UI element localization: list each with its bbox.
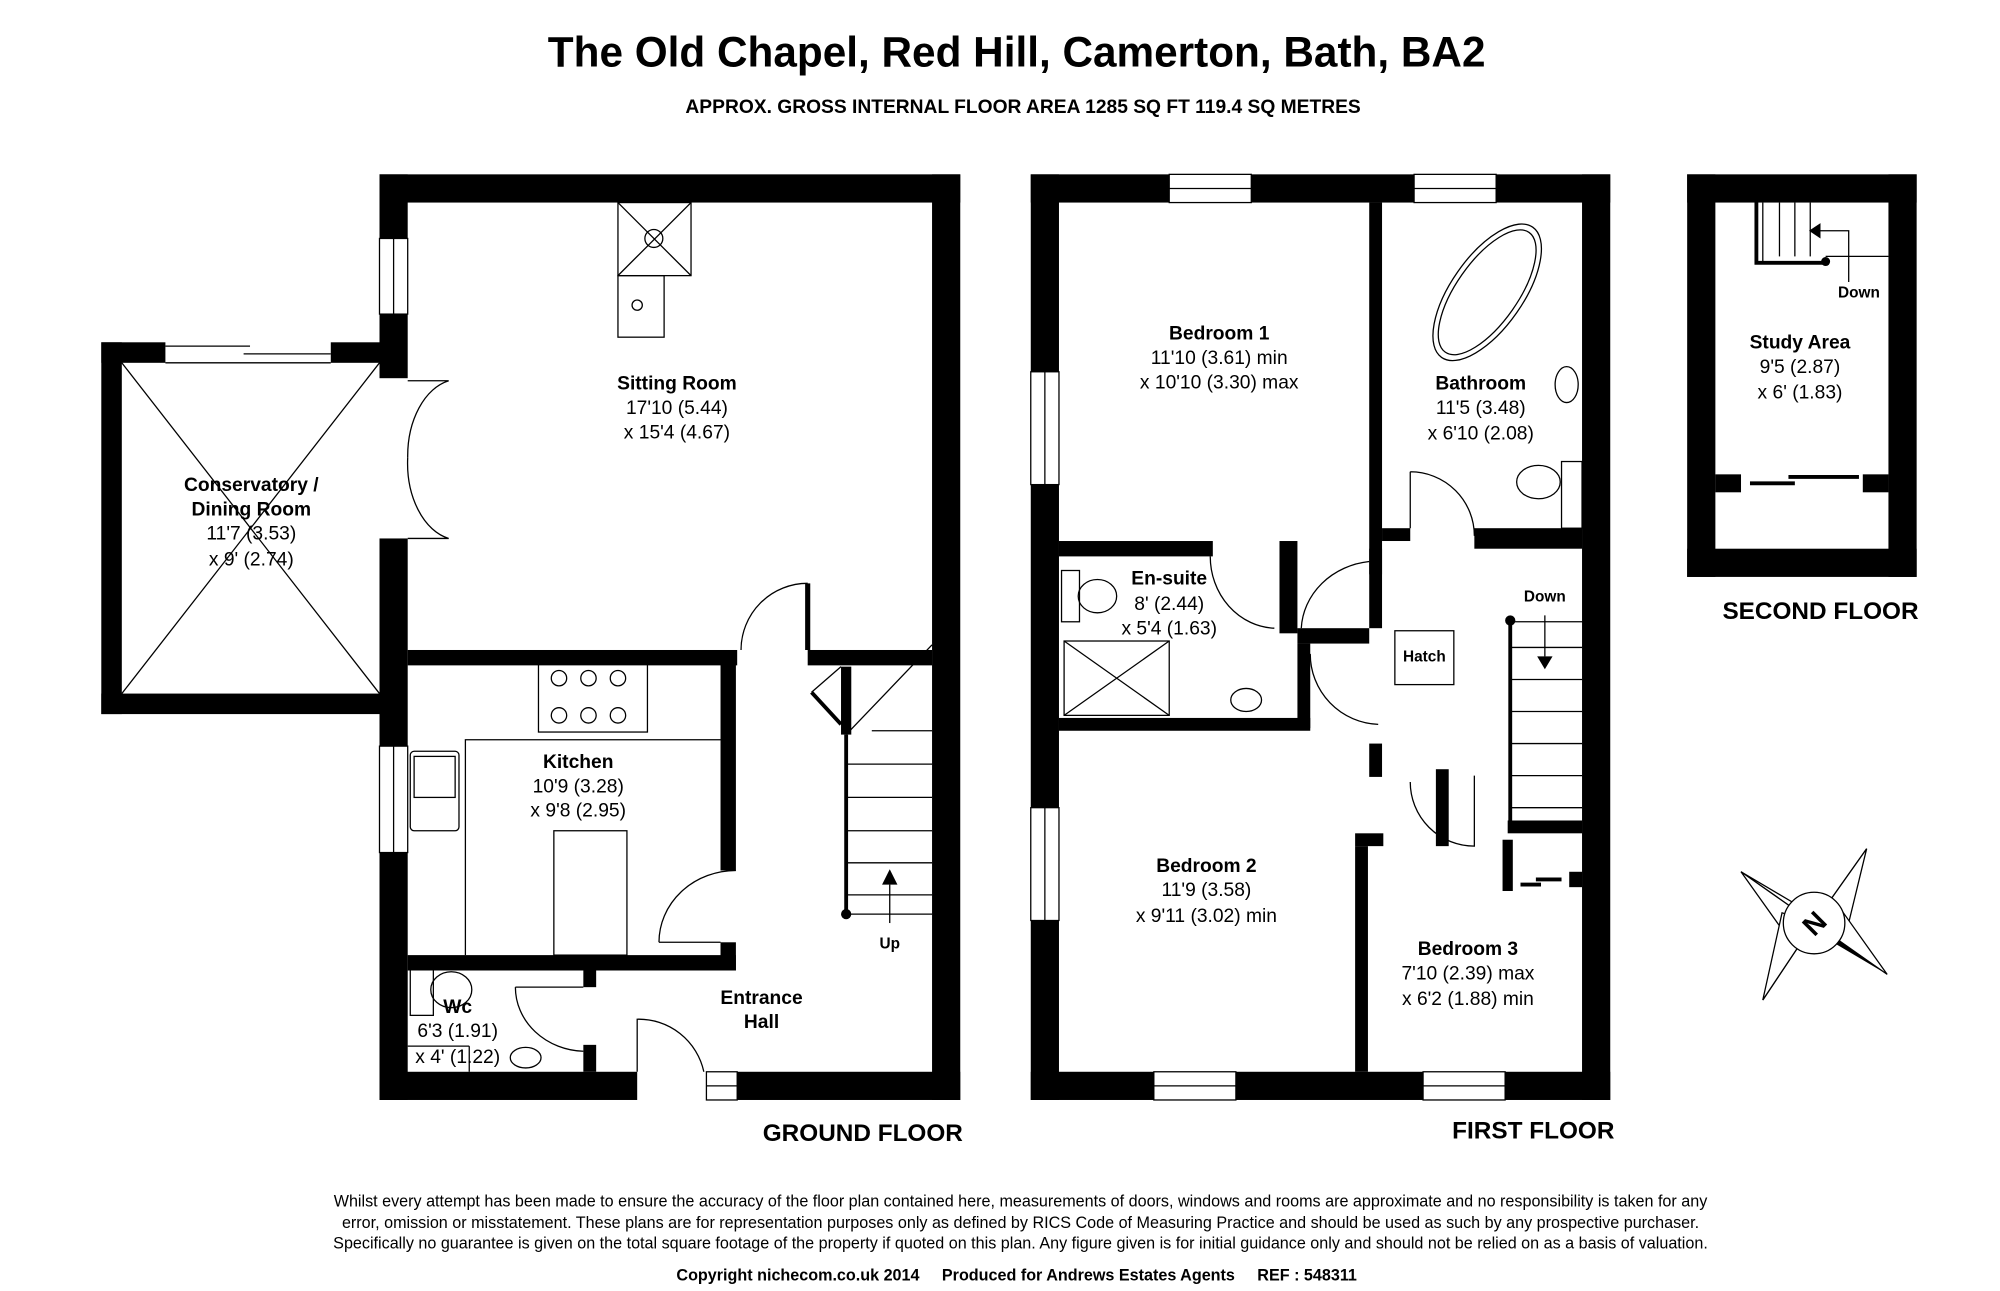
ground-floor-plan: Up — [101, 174, 961, 1101]
study-dim2: x 6' (1.83) — [1758, 383, 1843, 404]
kitchen-dim1: 10'9 (3.28) — [533, 776, 624, 797]
study-name: Study Area — [1750, 333, 1851, 354]
stairs-down-label: Down — [1524, 588, 1566, 605]
second-floor-label: SECOND FLOOR — [1722, 598, 1919, 625]
conservatory-dim1: 11'7 (3.53) — [206, 524, 296, 545]
down-arrow-icon — [1808, 223, 1821, 239]
loft-hatch — [1394, 630, 1455, 686]
disclaimer-line-3: Specifically no guarantee is given on th… — [333, 1235, 1708, 1253]
disclaimer-line-1: Whilst every attempt has been made to en… — [334, 1192, 1709, 1210]
ground-floor-label: GROUND FLOOR — [763, 1120, 964, 1147]
bedroom2-dim1: 11'9 (3.58) — [1161, 880, 1251, 901]
bathroom-dim2: x 6'10 (2.08) — [1428, 424, 1534, 445]
bedroom1-name: Bedroom 1 — [1169, 324, 1270, 345]
plan-title: The Old Chapel, Red Hill, Camerton, Bath… — [548, 29, 1486, 76]
bedroom2-name: Bedroom 2 — [1156, 856, 1256, 877]
kitchen-dim2: x 9'8 (2.95) — [530, 801, 626, 822]
second-floor-plan: Down — [1687, 174, 1917, 577]
bedroom1-dim2: x 10'10 (3.30) max — [1140, 372, 1299, 393]
wc-name: Wc — [443, 997, 472, 1018]
bedroom3-name: Bedroom 3 — [1418, 939, 1518, 960]
floor-area: APPROX. GROSS INTERNAL FLOOR AREA 1285 S… — [685, 97, 1360, 118]
study-dim1: 9'5 (2.87) — [1760, 357, 1841, 378]
ensuite-name: En-suite — [1131, 569, 1207, 590]
wc-dim1: 6'3 (1.91) — [417, 1021, 498, 1042]
hall-name: Entrance — [720, 988, 803, 1009]
ensuite-dim1: 8' (2.44) — [1134, 594, 1204, 615]
disclaimer-line-2: error, omission or misstatement. These p… — [342, 1214, 1699, 1232]
bedroom3-dim2: x 6'2 (1.88) min — [1402, 989, 1534, 1010]
up-arrow-icon — [882, 869, 898, 885]
down-arrow-icon — [1537, 656, 1553, 670]
compass-icon: N — [1740, 848, 1888, 1001]
stairs-up-label: Up — [879, 936, 900, 953]
conservatory-name-2: Dining Room — [192, 499, 312, 520]
bedroom2-dim2: x 9'11 (3.02) min — [1136, 906, 1277, 927]
first-floor-plan: Hatch Down — [1030, 173, 1611, 1101]
bathroom-dim1: 11'5 (3.48) — [1436, 398, 1526, 419]
hall-name-2: Hall — [744, 1012, 779, 1033]
hatch-label: Hatch — [1403, 649, 1446, 666]
sitting-room-dim2: x 15'4 (4.67) — [624, 422, 730, 443]
second-stairs-down-label: Down — [1838, 284, 1880, 301]
wc-dim2: x 4' (1.22) — [415, 1047, 500, 1068]
conservatory-name: Conservatory / — [184, 475, 319, 496]
bedroom3-dim1: 7'10 (2.39) max — [1401, 963, 1534, 984]
ensuite-dim2: x 5'4 (1.63) — [1121, 619, 1217, 640]
bedroom1-dim1: 11'10 (3.61) min — [1151, 348, 1288, 369]
kitchen-name: Kitchen — [543, 752, 613, 773]
bathroom-name: Bathroom — [1435, 374, 1526, 395]
sitting-room-name: Sitting Room — [617, 374, 737, 395]
conservatory-dim2: x 9' (2.74) — [209, 549, 294, 570]
sitting-room-dim1: 17'10 (5.44) — [626, 398, 728, 419]
copyright-footer: Copyright nichecom.co.uk 2014 Produced f… — [676, 1267, 1357, 1285]
first-floor-label: FIRST FLOOR — [1452, 1117, 1615, 1144]
